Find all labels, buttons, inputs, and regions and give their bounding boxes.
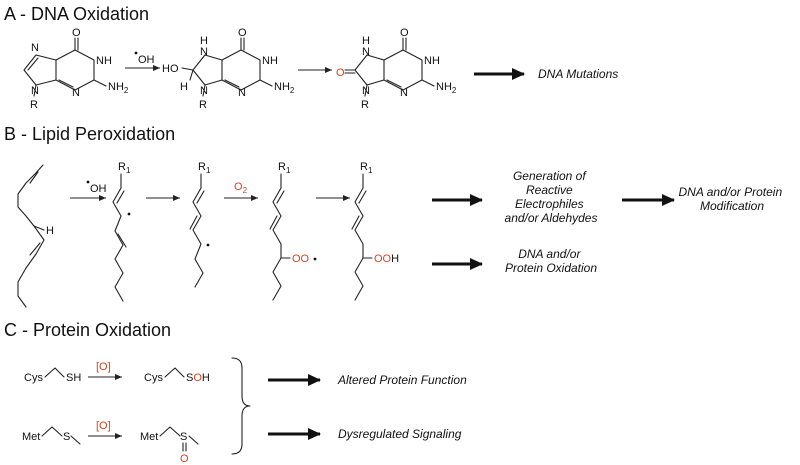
lipid-2-R1: R1 [118,161,131,175]
reagent-hydroxyl-a: OH [138,54,155,66]
methionine-structure: Met S [22,426,81,445]
cysteine-sulfenic-structure: Cys SOH [144,367,210,384]
met-label: Met [22,431,40,443]
lipid-5-R1: R1 [360,161,373,175]
met-oxidized-S: S [180,431,187,443]
reagent-O2: O2 [234,181,248,195]
hydroxy-NH: NH [262,55,278,67]
oxo-N9: N [362,85,370,97]
guanine-R: R [30,99,38,111]
section-c-title: C - Protein Oxidation [4,320,171,340]
reagent-hydroxyl-b: OH [90,183,107,195]
lipid-2-structure: R1 [112,161,131,302]
lipid-1-structure: H [17,164,54,308]
reagent-c1: [O] [96,361,111,373]
hydroxy-guanine-structure: O NH N NH2 H N N R HO H [162,27,295,111]
section-a-title: A - DNA Oxidation [4,4,149,24]
cys-oxidized-label: Cys [144,372,163,384]
lipid-3-structure: R1 [189,161,211,288]
outcome-reactive-electrophiles: Generation of Reactive Electrophiles and… [505,169,598,225]
hydroxy-N7: N [200,46,208,58]
hydroxy-NH2: NH2 [274,81,295,95]
met-oxidized-label: Met [140,431,158,443]
lipid-4-R1: R1 [278,161,291,175]
reagent-c2: [O] [96,420,111,432]
cys-label: Cys [24,372,43,384]
lipid-4-structure: R1 OO [269,161,317,301]
oxo-O8-red: O [336,67,345,79]
guanine-N9: N [31,85,39,97]
hydroxy-H7: H [200,35,208,47]
cys-SOH: SOH [186,372,210,384]
radical-dot-b [86,180,90,184]
outcome-dna-protein-oxidation: DNA and/or Protein Oxidation [505,247,597,275]
bracket-brace [231,357,251,455]
hydroxy-R: R [199,99,207,111]
hydroxy-N3: N [238,87,246,99]
cysteine-structure: Cys SH [24,367,81,384]
outcome-dysregulated-signaling: Dysregulated Signaling [338,427,462,441]
guanine-NH2: NH2 [108,81,129,95]
hydroxy-N9: N [200,85,208,97]
lipid-5-structure: R1 OOH [351,161,399,301]
oxo-NH: NH [424,55,440,67]
met-S: S [63,431,70,443]
guanine-O: O [72,27,81,39]
oxoguanine-structure: O NH N NH2 H N N R O [336,27,457,111]
oxo-R: R [361,99,369,111]
outcome-dna-protein-modification: DNA and/or Protein Modification [679,185,786,213]
lipid-1-H: H [46,225,54,237]
guanine-structure: O NH N NH2 N N R [23,27,129,111]
lipid-5-hydroperoxide: OOH [374,253,399,265]
lipid-3-R1: R1 [198,161,211,175]
guanine-N7: N [31,42,39,54]
met-oxidized-O: O [180,453,189,465]
hydroxy-HO: HO [162,63,179,75]
oxo-N7: N [362,46,370,58]
lipid-4-peroxyl: OO [292,253,310,265]
hydroxy-O: O [238,27,247,39]
cys-SH: SH [66,372,81,384]
oxo-NH2: NH2 [436,81,457,95]
methionine-sulfoxide-structure: Met S O [140,426,199,465]
outcome-dna-mutations: DNA Mutations [538,67,618,81]
outcome-altered-protein-function: Altered Protein Function [337,373,467,387]
hydroxy-H8: H [180,81,188,93]
guanine-NH: NH [96,55,112,67]
oxo-H7: H [362,35,370,47]
radical-dot-a [134,51,138,55]
guanine-N3: N [72,87,80,99]
oxo-N3: N [400,87,408,99]
section-b-title: B - Lipid Peroxidation [4,124,175,144]
oxo-O6: O [400,27,409,39]
